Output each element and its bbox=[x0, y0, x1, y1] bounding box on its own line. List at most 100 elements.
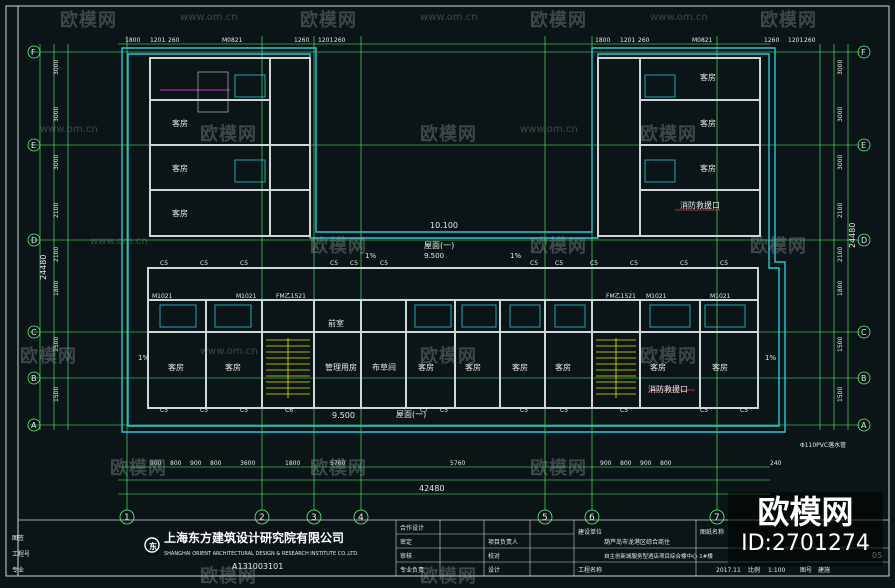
room-guest-1: 客房 bbox=[172, 118, 188, 128]
axis-bubble-right-F bbox=[857, 45, 871, 59]
tb-drawing-label: 图纸名称 bbox=[700, 528, 724, 536]
watermark-logo-14: 欧模网 bbox=[110, 458, 167, 479]
room-guest-12: 客房 bbox=[555, 362, 571, 372]
window-label-4: C5 bbox=[350, 260, 358, 267]
door-label-1: M1021 bbox=[152, 293, 173, 300]
axis-bubble-C bbox=[27, 325, 41, 339]
tb-sheet-label: 图号 bbox=[800, 567, 812, 574]
window-label-11: C5 bbox=[720, 260, 728, 267]
top-dim-right-2: 260 bbox=[638, 37, 650, 44]
window-label-1: C5 bbox=[200, 260, 208, 267]
axis-label-F: F bbox=[31, 48, 36, 57]
window-label-9: C5 bbox=[630, 260, 638, 267]
window-label-3: C5 bbox=[330, 260, 338, 267]
brand-name: 欧模网 bbox=[757, 493, 854, 531]
axis-bubble-D bbox=[27, 233, 41, 247]
right-dim-7: 1500 bbox=[837, 387, 844, 402]
accent-marks bbox=[160, 71, 720, 391]
watermark-url-5: www.om.cn bbox=[520, 124, 578, 135]
total-width-dim: 42480 bbox=[419, 484, 444, 493]
top-dim-2: 260 bbox=[168, 37, 180, 44]
axis-label-3: 3 bbox=[311, 513, 317, 523]
license-number: A131003101 bbox=[232, 562, 283, 571]
window-label-13: C5 bbox=[200, 407, 208, 414]
top-dim-1: 1201 bbox=[150, 37, 165, 44]
room-guest-11: 客房 bbox=[512, 362, 528, 372]
axis-label-6: 6 bbox=[589, 513, 595, 523]
tb-designer: 设计 bbox=[488, 566, 500, 574]
room-fire-exit-top: 消防救援口 bbox=[680, 200, 720, 210]
room-linen: 布草间 bbox=[372, 362, 396, 372]
window-label-5: C5 bbox=[380, 260, 388, 267]
window-label-c7: C7 bbox=[420, 407, 428, 414]
watermark-logo-5: 欧模网 bbox=[200, 124, 257, 145]
strip-discipline: 专业 bbox=[12, 566, 24, 574]
tb-date: 2017.11 bbox=[716, 567, 741, 574]
top-dim-right-3: M0821 bbox=[692, 37, 713, 44]
watermark-logo-1: 欧模网 bbox=[60, 10, 117, 31]
door-label-4: M1021 bbox=[710, 293, 731, 300]
top-dim-5: 1201 bbox=[318, 37, 333, 44]
top-dim-0: 1800 bbox=[125, 37, 140, 44]
bottom-dim-10: 900 bbox=[640, 460, 652, 467]
roof-elevation-top: 9.500 bbox=[424, 252, 444, 260]
room-guest-5: 客房 bbox=[700, 118, 716, 128]
axis-label-right-D: D bbox=[861, 236, 867, 245]
axis-bubble-right-A bbox=[857, 418, 871, 432]
elevation-bottom: 9.500 bbox=[332, 411, 355, 420]
watermark-url-6: www.om.cn bbox=[90, 236, 148, 247]
roof-label-bottom: 屋面(一) bbox=[396, 410, 426, 419]
tb-project-label: 工程名称 bbox=[578, 566, 602, 574]
bottom-dim-4: 3600 bbox=[240, 460, 255, 467]
tb-project-lead: 项目负责人 bbox=[488, 538, 518, 546]
left-total-dim: 24480 bbox=[39, 255, 48, 280]
right-dim-3: 2100 bbox=[837, 203, 844, 218]
axis-label-right-F: F bbox=[861, 48, 866, 57]
room-guest-6: 客房 bbox=[700, 163, 716, 173]
watermark-logo-11: 欧模网 bbox=[20, 346, 77, 367]
axis-bubble-right-D bbox=[857, 233, 871, 247]
room-guest-14: 客房 bbox=[712, 362, 728, 372]
bottom-dim-8: 900 bbox=[600, 460, 612, 467]
company-name-en: SHANGHAI ORIENT ARCHITECTURAL DESIGN & R… bbox=[164, 551, 359, 557]
axis-bubble-2 bbox=[254, 509, 270, 525]
slope-mark-4: 1% bbox=[765, 354, 776, 362]
left-dim-3: 2100 bbox=[53, 203, 60, 218]
window-label-6: C5 bbox=[530, 260, 538, 267]
bottom-dim-9: 800 bbox=[620, 460, 632, 467]
axis-bubble-right-B bbox=[857, 371, 871, 385]
top-dim-right-5: 1201 bbox=[788, 37, 803, 44]
watermark-logo-7: 欧模网 bbox=[640, 124, 697, 145]
axis-bubble-5 bbox=[537, 509, 553, 525]
watermark-url-1: www.om.cn bbox=[180, 12, 238, 23]
room-guest-7: 客房 bbox=[168, 362, 184, 372]
window-label-12: C5 bbox=[160, 407, 168, 414]
bottom-dim-11: 800 bbox=[660, 460, 672, 467]
right-dim-5: 1800 bbox=[837, 281, 844, 296]
axis-bubble-F bbox=[27, 45, 41, 59]
room-guest-9: 客房 bbox=[418, 362, 434, 372]
room-guest-2: 客房 bbox=[172, 163, 188, 173]
window-label-8: C5 bbox=[590, 260, 598, 267]
axis-bubble-6 bbox=[584, 509, 600, 525]
dimension-lines bbox=[39, 43, 849, 495]
axis-label-right-A: A bbox=[861, 421, 867, 430]
left-dim-0: 3000 bbox=[53, 60, 60, 75]
watermark-logo-16: 欧模网 bbox=[530, 458, 587, 479]
watermark-logo-17: 欧模网 bbox=[200, 566, 257, 587]
watermark-logo-2: 欧模网 bbox=[300, 10, 357, 31]
axis-bubble-3 bbox=[306, 509, 322, 525]
axis-bubble-1 bbox=[119, 509, 135, 525]
bottom-dim-5: 1800 bbox=[285, 460, 300, 467]
right-dim-4: 2100 bbox=[837, 247, 844, 262]
top-dim-6: 260 bbox=[334, 37, 346, 44]
company-logo-icon bbox=[144, 537, 160, 553]
axis-bubble-B bbox=[27, 371, 41, 385]
axis-label-A: A bbox=[31, 421, 37, 430]
door-label-fm-1: FM乙1521 bbox=[276, 293, 306, 300]
room-management: 管理用房 bbox=[325, 362, 357, 372]
